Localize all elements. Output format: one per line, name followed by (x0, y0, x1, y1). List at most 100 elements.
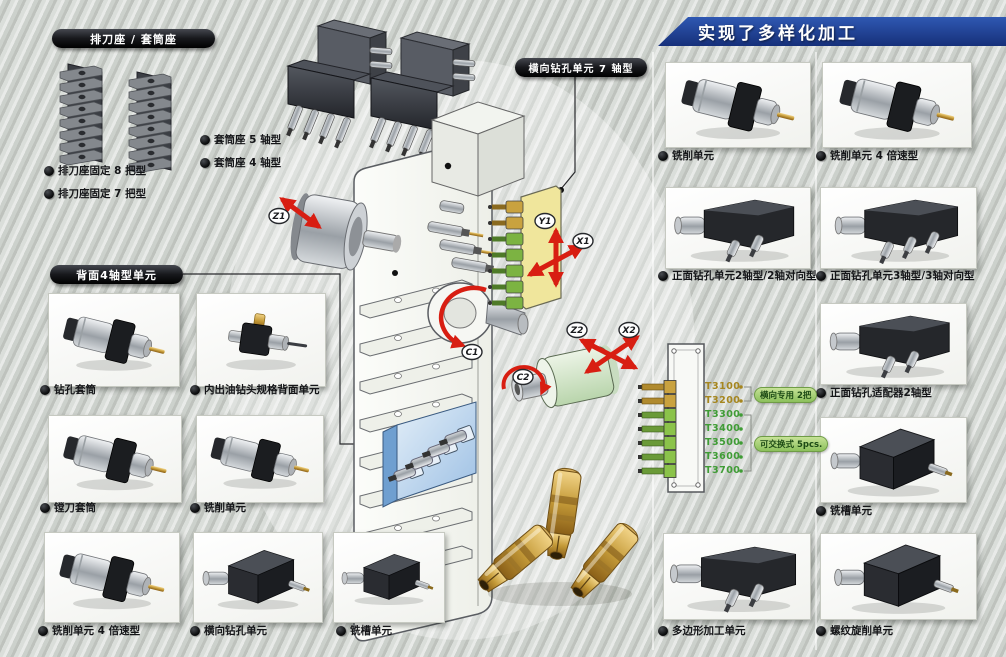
bullet-icon (816, 151, 826, 162)
axis-label-x2: X2 (618, 321, 640, 339)
leader-dot (392, 270, 398, 276)
tool-position-code: T3700 (705, 465, 741, 476)
card-drilling-sleeve (48, 293, 180, 387)
bullet-icon (190, 503, 200, 514)
card-oil-hole-back-unit (196, 293, 326, 387)
bullet-label: 铣削单元 4 倍速型 (816, 151, 918, 162)
bullet-label: 正面钻孔单元3轴型/3轴对向型 (816, 271, 974, 282)
photo-front-drilling-adapter (823, 306, 964, 382)
section-pill-cross-drill: 横向钻孔单元 7 轴型 (515, 58, 647, 77)
card-milling-unit-4x (822, 62, 972, 148)
bullet-icon (44, 189, 54, 200)
photo-slotting-unit (823, 420, 964, 500)
tag-exchangeable: 可交换式 5pcs. (754, 436, 829, 452)
bullet-label: 排刀座固定 7 把型 (44, 189, 146, 200)
z1-axis-arrow (279, 197, 322, 229)
bullet-label: 螺纹旋削单元 (816, 626, 893, 637)
tool-position-code: T3200 (705, 395, 741, 406)
axis-label-c2: C2 (512, 368, 534, 386)
bullet-icon (38, 626, 48, 637)
bullet-icon (658, 271, 668, 282)
bullet-icon (816, 506, 826, 517)
bullet-label: 铣槽单元 (336, 626, 392, 637)
bullet-label: 镗刀套筒 (40, 503, 96, 514)
tool-position-code: T3400 (705, 423, 741, 434)
bullet-icon (40, 385, 50, 396)
photo-thread-whirling-unit (823, 536, 974, 617)
svg-text:X2: X2 (621, 326, 635, 336)
card-front-drilling-2ax (665, 187, 811, 269)
photo-milling-unit (668, 65, 808, 145)
photo-milling-unit-4x-back (47, 535, 177, 620)
card-front-drilling-3ax (820, 187, 977, 269)
card-front-drilling-adapter (820, 303, 967, 385)
photo-polygon-unit (666, 536, 808, 617)
card-boring-sleeve (48, 415, 182, 503)
gang-tool-rack-illustration (60, 64, 102, 165)
bullet-icon (200, 135, 210, 146)
axis-label-c1: C1 (461, 343, 483, 361)
card-milling-unit (665, 62, 811, 148)
cross-drill-mount (427, 101, 526, 274)
page-title: 实现了多样化加工 (698, 24, 858, 44)
photo-cross-drilling-unit (196, 535, 320, 620)
svg-text:C1: C1 (466, 348, 479, 358)
bullet-label: 套筒座 4 轴型 (200, 158, 281, 169)
section-pill-tool-post: 排刀座 / 套筒座 (52, 29, 215, 48)
bullet-icon (816, 626, 826, 637)
bullet-icon (816, 271, 826, 282)
card-slotting-unit-back (333, 532, 445, 623)
photo-front-drilling-3ax (823, 190, 974, 266)
axis-label-z1: Z1 (268, 207, 290, 225)
tool-position-code: T3100 (705, 381, 741, 392)
bullet-label: 多边形加工单元 (658, 626, 746, 637)
tool-position-code: T3500 (705, 437, 741, 448)
card-polygon-unit (663, 533, 811, 620)
bullet-icon (190, 626, 200, 637)
bullet-icon (336, 626, 346, 637)
collets-photo (472, 466, 643, 606)
bullet-label: 排刀座固定 8 把型 (44, 166, 146, 177)
svg-text:Z1: Z1 (272, 212, 286, 222)
tool-position-diagram (638, 343, 753, 493)
page-title-banner: 实现了多样化加工 (658, 17, 1006, 46)
tool-position-code: T3300 (705, 409, 741, 420)
bullet-label: 铣削单元 4 倍速型 (38, 626, 140, 637)
bullet-icon (658, 626, 668, 637)
bullet-icon (200, 158, 210, 169)
svg-text:C2: C2 (517, 373, 530, 383)
bullet-icon (44, 166, 54, 177)
card-milling-unit-back (196, 415, 324, 503)
tool-position-code: T3600 (705, 451, 741, 462)
card-cross-drilling-unit (193, 532, 323, 623)
photo-boring-sleeve (51, 418, 179, 500)
svg-text:X1: X1 (575, 237, 589, 247)
gang-tool-rack-illustration (129, 72, 171, 173)
x2-axis-arrow (584, 335, 640, 374)
bullet-icon (816, 388, 826, 399)
b bullet-label: 铣削单元 (190, 503, 246, 514)
photo-milling-unit-back (199, 418, 321, 500)
x1-axis-arrow (526, 244, 586, 277)
c2-rotation-arrow (501, 365, 552, 396)
card-slotting-unit (820, 417, 967, 503)
bullet-icon (190, 385, 200, 396)
rear-tool-post (382, 401, 477, 508)
bullet-label: 正面钻孔单元2轴型/2轴对向型 (658, 271, 816, 282)
leader-cross-drill (560, 77, 576, 190)
bullet-label: 铣槽单元 (816, 506, 872, 517)
photo-milling-unit-4x (825, 65, 969, 145)
c1-rotation-arrow (438, 285, 487, 349)
bullet-label: 铣削单元 (658, 151, 714, 162)
card-milling-unit-4x-back (44, 532, 180, 623)
section-pill-back-units: 背面4轴型单元 (50, 265, 183, 284)
axis-label-z2: Z2 (566, 321, 588, 339)
photo-slotting-unit-back (336, 535, 442, 620)
bullet-label: 横向钻孔单元 (190, 626, 267, 637)
bullet-icon (40, 503, 50, 514)
bullet-label: 钻孔套筒 (40, 385, 96, 396)
photo-oil-hole-back-unit (199, 296, 323, 384)
photo-drilling-sleeve (51, 296, 177, 384)
